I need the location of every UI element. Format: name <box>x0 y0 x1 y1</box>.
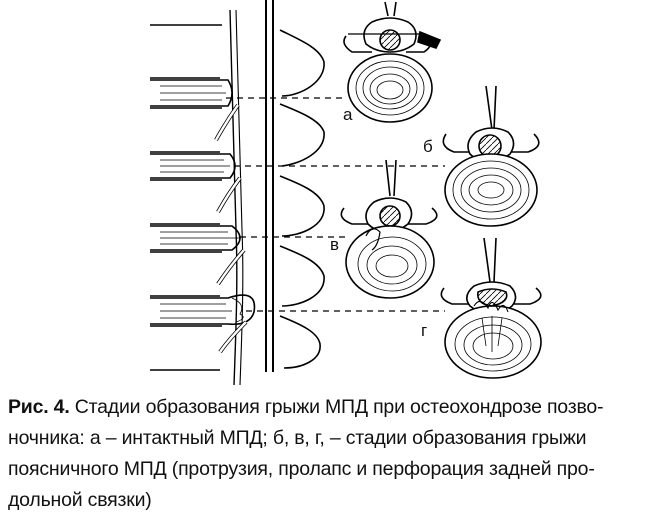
level-reference-lines <box>226 97 445 312</box>
caption-line-3: поясничного МПД (протрузия, пролапс и пе… <box>8 458 595 480</box>
label-g: г <box>421 321 427 340</box>
caption-prefix: Рис. 4. <box>8 396 70 418</box>
label-b: б <box>423 137 433 156</box>
caption-line-2: ночника: а – интактный МПД; б, в, г, – с… <box>8 427 587 449</box>
sagittal-spine-view <box>150 0 325 385</box>
caption-text-1: Стадии образования грыжи МПД при остеохо… <box>69 396 604 418</box>
caption-line-1: Рис. 4. Стадии образования грыжи МПД при… <box>8 392 640 423</box>
disc-level-v <box>150 225 241 251</box>
label-a: а <box>343 105 353 124</box>
label-v: в <box>330 235 339 254</box>
caption-line-4: дольной связки) <box>8 489 152 511</box>
axial-section-g <box>440 237 542 379</box>
disc-level-a <box>150 79 233 107</box>
disc-level-b <box>150 153 236 179</box>
spine-illustration: а б в г <box>150 0 542 385</box>
disc-level-g <box>150 294 256 326</box>
axial-section-a <box>343 1 442 123</box>
axial-section-v <box>340 159 438 299</box>
figure-caption: Рис. 4. Стадии образования грыжи МПД при… <box>8 392 640 516</box>
axial-section-b <box>442 85 540 227</box>
